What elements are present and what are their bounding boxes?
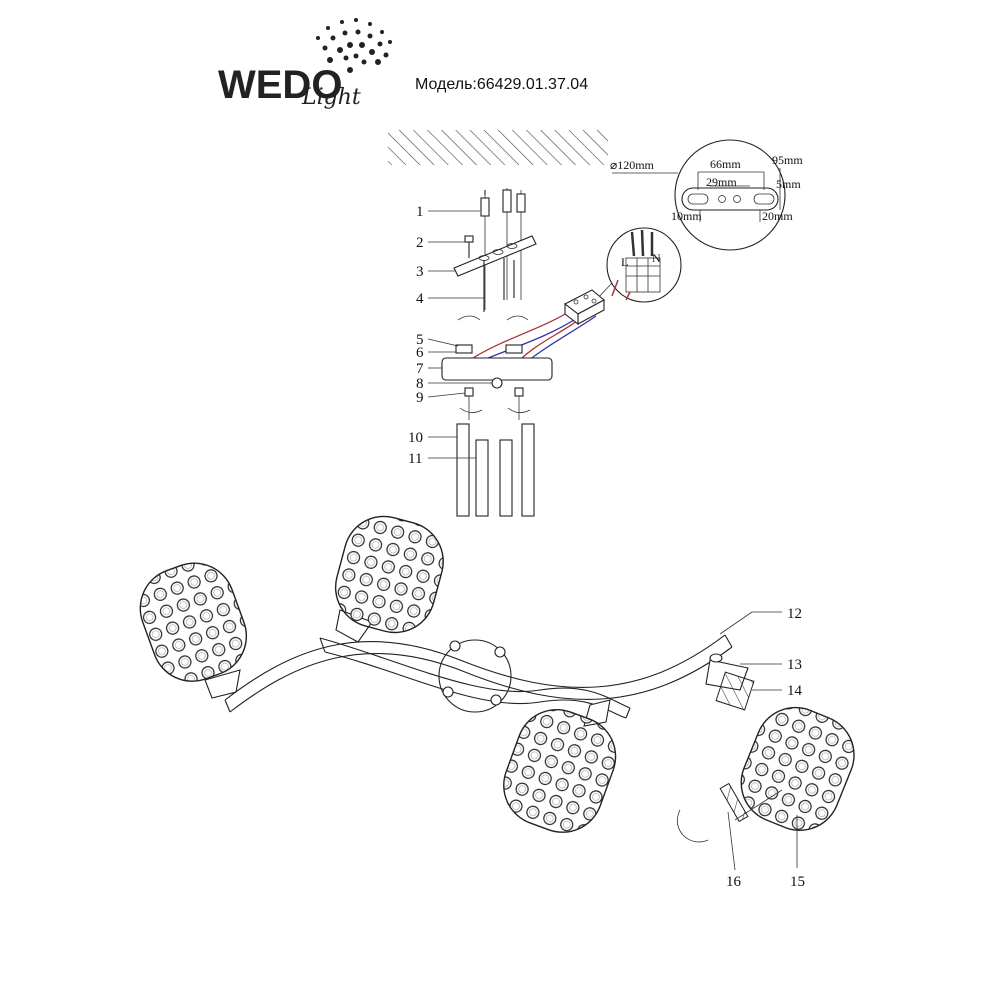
- small-screw: [464, 235, 474, 258]
- dim-95: 95mm: [772, 153, 803, 167]
- logo-swirl-icon: [316, 18, 392, 73]
- center-screw: [491, 377, 503, 389]
- part-label-14: 14: [787, 683, 803, 699]
- rotate-arrow-icon: [459, 407, 483, 413]
- decor-tube-10-left: [456, 423, 470, 517]
- dim-20: 20mm: [762, 209, 793, 223]
- part-label-7: 7: [416, 361, 424, 377]
- anchor-screw-middle: [502, 188, 512, 300]
- part-label-11: 11: [408, 451, 422, 467]
- part-labels-left: 1 2 3 4 5 6 7 8 9 10 11: [408, 204, 492, 467]
- long-screws: [483, 258, 515, 312]
- lamp-shade-15: [740, 706, 855, 831]
- terminal-letter-l: L: [621, 255, 628, 269]
- part-label-5: 5: [416, 332, 424, 348]
- base-plate: [441, 357, 553, 381]
- dim-29: 29mm: [706, 175, 737, 189]
- rotate-arrow-icon: [506, 315, 529, 321]
- bracket-dimension-detail: ⌀120mm 66mm 95mm 29mm 5mm 10mm 20mm: [610, 139, 803, 251]
- lamp-shade-2: [334, 515, 444, 643]
- part-label-15: 15: [790, 874, 805, 890]
- part-label-16: 16: [726, 874, 742, 890]
- dim-10: 10mm: [671, 209, 702, 223]
- logo-sub-text: Light: [301, 85, 361, 110]
- part-label-12: 12: [787, 606, 802, 622]
- part-label-6: 6: [416, 345, 424, 361]
- part-label-9: 9: [416, 390, 424, 406]
- part-label-8: 8: [416, 376, 424, 392]
- dim-5: 5mm: [776, 177, 801, 191]
- part-labels-right: 12 13 14 16 15: [719, 606, 805, 890]
- brand-logo: WEDO Light: [218, 18, 392, 110]
- nut-right: [505, 344, 523, 354]
- logo-main-text: WEDO: [218, 63, 342, 107]
- mounting-assembly: [441, 188, 605, 517]
- lamp-shade-3: [503, 699, 617, 833]
- anchor-screw-left: [480, 190, 490, 310]
- lamp-frame: [224, 634, 733, 719]
- center-canopy: [438, 639, 512, 713]
- terminal-block: [563, 289, 605, 326]
- terminal-letter-n: N: [652, 251, 661, 265]
- lamp-shade-1: [139, 562, 248, 699]
- wire-red: [469, 309, 573, 361]
- fixing-screw-left: [464, 387, 474, 397]
- ring-16: [677, 782, 749, 843]
- wire-blue: [473, 315, 581, 365]
- model-label: Модель:66429.01.37.04: [415, 76, 588, 93]
- part-label-10: 10: [408, 430, 423, 446]
- terminal-block-detail: L N: [595, 227, 682, 303]
- rotate-arrow-icon: [507, 407, 531, 413]
- decor-tube-11-right: [499, 439, 513, 517]
- ceiling-hatch: [388, 130, 608, 165]
- nut-left: [455, 344, 473, 354]
- part-label-3: 3: [416, 264, 424, 280]
- part-label-13: 13: [787, 657, 802, 673]
- part-label-2: 2: [416, 235, 424, 251]
- rotate-arrow-icon: [677, 809, 709, 843]
- bulb-socket-14: [715, 671, 755, 711]
- dim-diameter: ⌀120mm: [610, 158, 655, 172]
- dim-66: 66mm: [710, 157, 741, 171]
- part-label-4: 4: [416, 291, 424, 307]
- decor-tube-10-right: [521, 423, 535, 517]
- decor-tube-11-left: [475, 439, 489, 517]
- rotate-arrow-icon: [457, 315, 481, 321]
- part-label-1: 1: [416, 204, 424, 220]
- fixing-screw-right: [514, 387, 524, 397]
